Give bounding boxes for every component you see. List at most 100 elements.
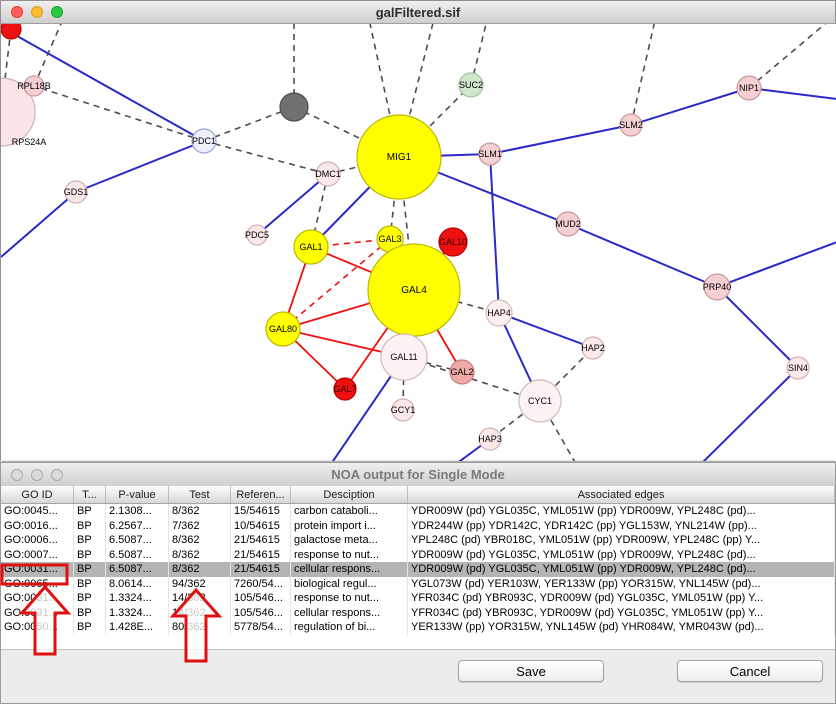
network-edge[interactable] bbox=[748, 87, 836, 100]
network-node-MUD2[interactable] bbox=[555, 211, 581, 237]
network-edge[interactable] bbox=[630, 87, 750, 126]
minimize-button[interactable] bbox=[31, 6, 43, 18]
network-node-PDC1[interactable] bbox=[191, 128, 217, 154]
network-node-N2[interactable] bbox=[279, 92, 309, 122]
column-header-desciption[interactable]: Desciption bbox=[291, 486, 408, 503]
node-label: GAL4 bbox=[401, 285, 427, 296]
network-edge[interactable] bbox=[630, 24, 656, 126]
network-node-GCY1[interactable] bbox=[391, 398, 415, 422]
network-node-MIG1[interactable] bbox=[356, 114, 442, 200]
network-node-SLM2[interactable] bbox=[619, 113, 643, 137]
network-node-HAP2[interactable] bbox=[581, 336, 605, 360]
network-edge[interactable] bbox=[489, 153, 500, 314]
network-edge[interactable] bbox=[716, 241, 836, 288]
network-canvas[interactable]: RPS24ARPL18BPDC1MIG1SUC2SLM1SLM2NIP1GDS1… bbox=[1, 24, 836, 461]
close-button[interactable] bbox=[11, 468, 23, 481]
node-label: GAL80 bbox=[269, 324, 297, 334]
network-window-titlebar[interactable]: galFiltered.sif bbox=[1, 1, 835, 24]
network-node-NIP1[interactable] bbox=[736, 75, 762, 101]
network-node-DMC1[interactable] bbox=[315, 161, 341, 187]
network-edge[interactable] bbox=[1, 191, 77, 258]
table-cell: GO:0031... bbox=[1, 605, 74, 620]
network-node-PRP40[interactable] bbox=[703, 273, 731, 301]
network-node-GAL80[interactable] bbox=[265, 311, 301, 347]
traffic-lights bbox=[11, 1, 63, 23]
node-label: PDC5 bbox=[245, 230, 269, 240]
table-cell: 10/54615 bbox=[231, 518, 291, 533]
network-node-GDS1[interactable] bbox=[64, 180, 88, 204]
close-button[interactable] bbox=[11, 6, 23, 18]
network-edge[interactable] bbox=[1, 26, 205, 142]
table-cell: 21/54615 bbox=[231, 562, 291, 577]
network-node-N1[interactable] bbox=[1, 24, 22, 40]
network-edge[interactable] bbox=[567, 223, 718, 288]
network-node-SIN4[interactable] bbox=[786, 356, 810, 380]
node-label: GAL11 bbox=[390, 352, 417, 362]
cancel-button[interactable]: Cancel bbox=[677, 660, 823, 682]
table-cell: GO:0045... bbox=[1, 504, 74, 519]
network-node-GAL7[interactable] bbox=[333, 377, 357, 401]
network-edge[interactable] bbox=[282, 238, 391, 330]
table-cell: YDR009W (pd) YGL035C, YML051W (pp) YDR00… bbox=[408, 547, 835, 562]
network-edge[interactable] bbox=[489, 124, 632, 155]
network-edge[interactable] bbox=[293, 106, 400, 158]
table-cell: BP bbox=[74, 547, 106, 562]
network-edge[interactable] bbox=[203, 106, 295, 142]
network-node-HAP4[interactable] bbox=[485, 299, 513, 327]
column-header-p-value[interactable]: P-value bbox=[106, 486, 169, 503]
node-label: PDC1 bbox=[192, 136, 216, 146]
network-edge[interactable] bbox=[748, 24, 831, 89]
table-cell: BP bbox=[74, 620, 106, 635]
network-edge[interactable] bbox=[701, 367, 799, 461]
network-edge[interactable] bbox=[33, 85, 205, 142]
table-cell: GO:0031... bbox=[1, 562, 74, 577]
column-header-associated-edges[interactable]: Associated edges bbox=[408, 486, 835, 503]
network-edge[interactable] bbox=[75, 140, 205, 193]
table-cell: carbon cataboli... bbox=[291, 504, 408, 519]
table-cell: 105/546... bbox=[231, 591, 291, 606]
column-header-test[interactable]: Test bbox=[169, 486, 231, 503]
network-node-RPL18B[interactable] bbox=[23, 75, 45, 97]
network-edge[interactable] bbox=[498, 312, 594, 349]
zoom-button[interactable] bbox=[51, 468, 63, 481]
network-node-PDC5[interactable] bbox=[246, 224, 268, 246]
network-node-HAP3[interactable] bbox=[478, 427, 502, 451]
table-cell: 6.5087... bbox=[106, 533, 169, 548]
table-cell: BP bbox=[74, 504, 106, 519]
save-button[interactable]: Save bbox=[458, 660, 604, 682]
network-node-CYC1[interactable] bbox=[518, 379, 562, 423]
network-node-GAL1[interactable] bbox=[293, 229, 329, 265]
network-edge[interactable] bbox=[716, 286, 799, 369]
minimize-button[interactable] bbox=[31, 468, 43, 481]
network-edge[interactable] bbox=[33, 24, 63, 87]
zoom-button[interactable] bbox=[51, 6, 63, 18]
network-node-SUC2[interactable] bbox=[458, 72, 484, 98]
network-node-RPS24A[interactable] bbox=[1, 77, 36, 147]
node-label: HAP2 bbox=[581, 343, 605, 353]
table-cell: biological regul... bbox=[291, 576, 408, 591]
table-cell: regulation of bi... bbox=[291, 620, 408, 635]
network-node-GAL2[interactable] bbox=[449, 359, 475, 385]
network-edge[interactable] bbox=[203, 140, 329, 175]
network-node-GAL10[interactable] bbox=[438, 227, 468, 257]
column-header-t[interactable]: T... bbox=[74, 486, 106, 503]
network-node-GAL11[interactable] bbox=[380, 333, 428, 381]
column-header-referen[interactable]: Referen... bbox=[231, 486, 291, 503]
network-node-SLM1[interactable] bbox=[478, 142, 502, 166]
network-edge[interactable] bbox=[256, 173, 329, 236]
table-cell: GO:0007... bbox=[1, 547, 74, 562]
column-header-go-id[interactable]: GO ID bbox=[1, 486, 74, 503]
noa-window-titlebar[interactable]: NOA output for Single Mode bbox=[1, 463, 835, 487]
table-cell: 80/362 bbox=[169, 620, 231, 635]
window-title: galFiltered.sif bbox=[375, 4, 461, 20]
table-cell: 94/362 bbox=[169, 576, 231, 591]
